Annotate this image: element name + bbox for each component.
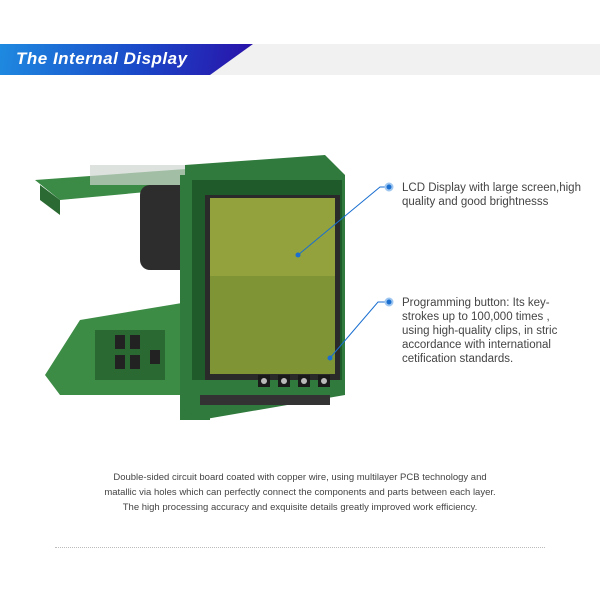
caption-line: matallic via holes which can perfectly c… xyxy=(104,487,496,498)
caption-line: The high processing accuracy and exquisi… xyxy=(122,502,478,513)
banner-accent xyxy=(0,44,253,75)
product-description: Double-sided circuit board coated with c… xyxy=(60,470,540,515)
dotted-divider xyxy=(55,547,545,548)
caption-line: Double-sided circuit board coated with c… xyxy=(113,472,487,483)
banner-title: The Internal Display xyxy=(16,49,188,68)
lcd-callout-text: LCD Display with large screen,high quali… xyxy=(402,182,581,208)
button-callout-text: Programming button: Its key-strokes up t… xyxy=(402,297,558,365)
